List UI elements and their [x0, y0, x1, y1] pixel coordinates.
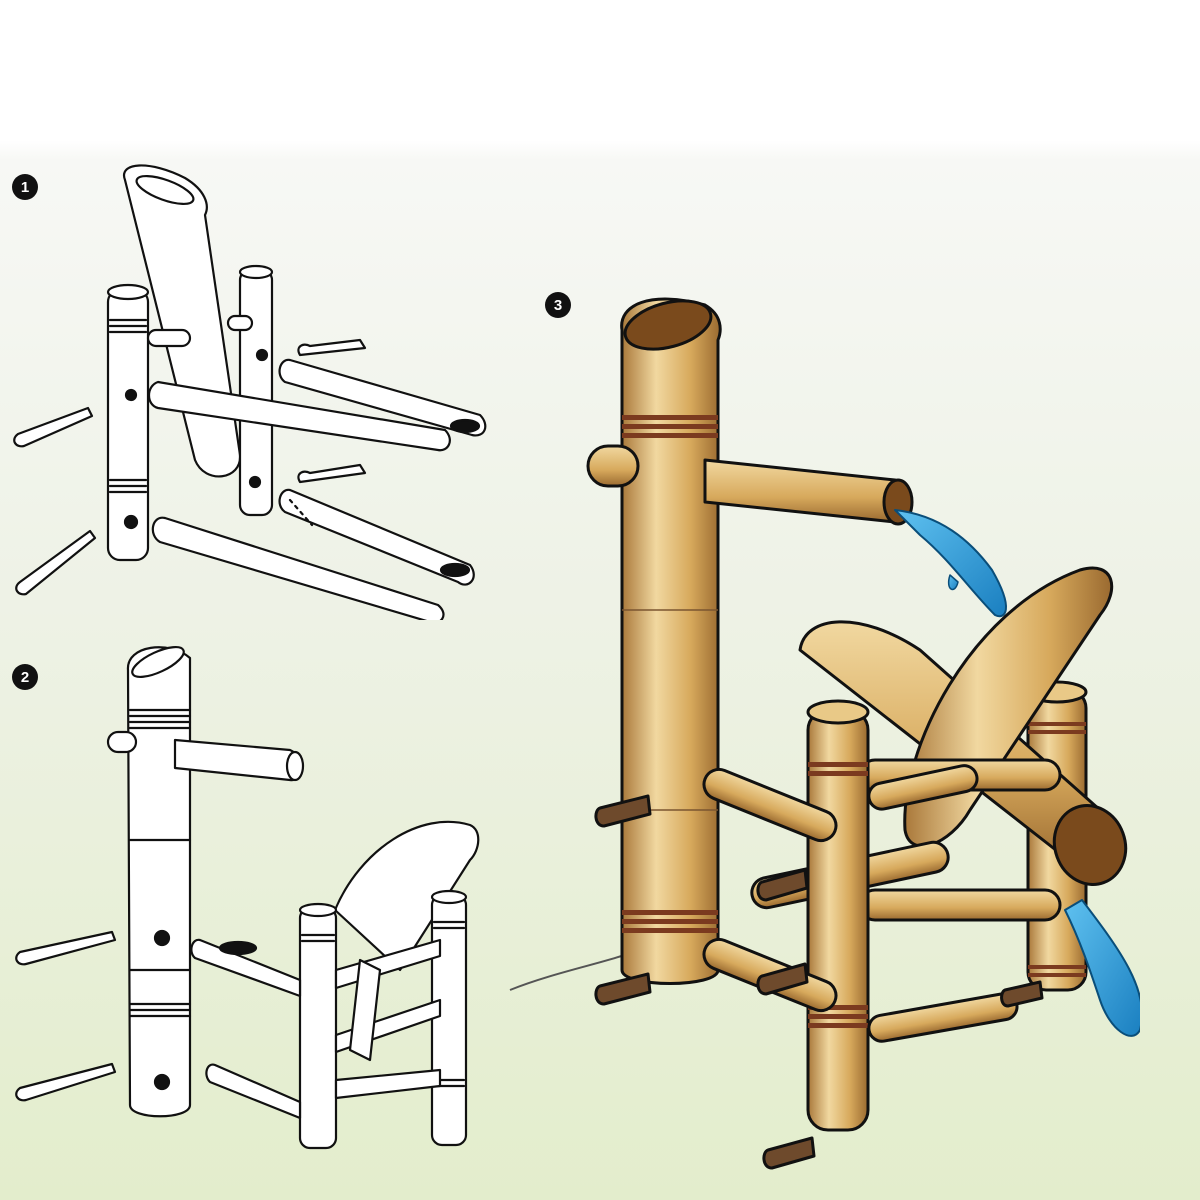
front-post — [298, 906, 338, 1150]
back-post — [430, 893, 468, 1147]
step-3-illustration — [509, 297, 1140, 1170]
spout-piece — [333, 820, 480, 972]
main-post — [126, 646, 192, 1118]
step-1-illustration — [13, 164, 487, 620]
crossbar-upper — [147, 380, 451, 452]
water-stream — [894, 509, 1008, 618]
peg — [13, 406, 94, 448]
step-2-illustration — [15, 645, 480, 1150]
step-3-marker: 3 — [545, 292, 571, 318]
water-spout — [703, 458, 909, 524]
step-2-marker: 2 — [12, 664, 38, 690]
water-outflow — [1064, 899, 1140, 1037]
crossbar-lower — [151, 516, 445, 620]
step-1-marker: 1 — [12, 174, 38, 200]
main-post-opening — [623, 299, 713, 351]
main-post — [620, 297, 722, 985]
pegs — [594, 794, 1044, 1170]
